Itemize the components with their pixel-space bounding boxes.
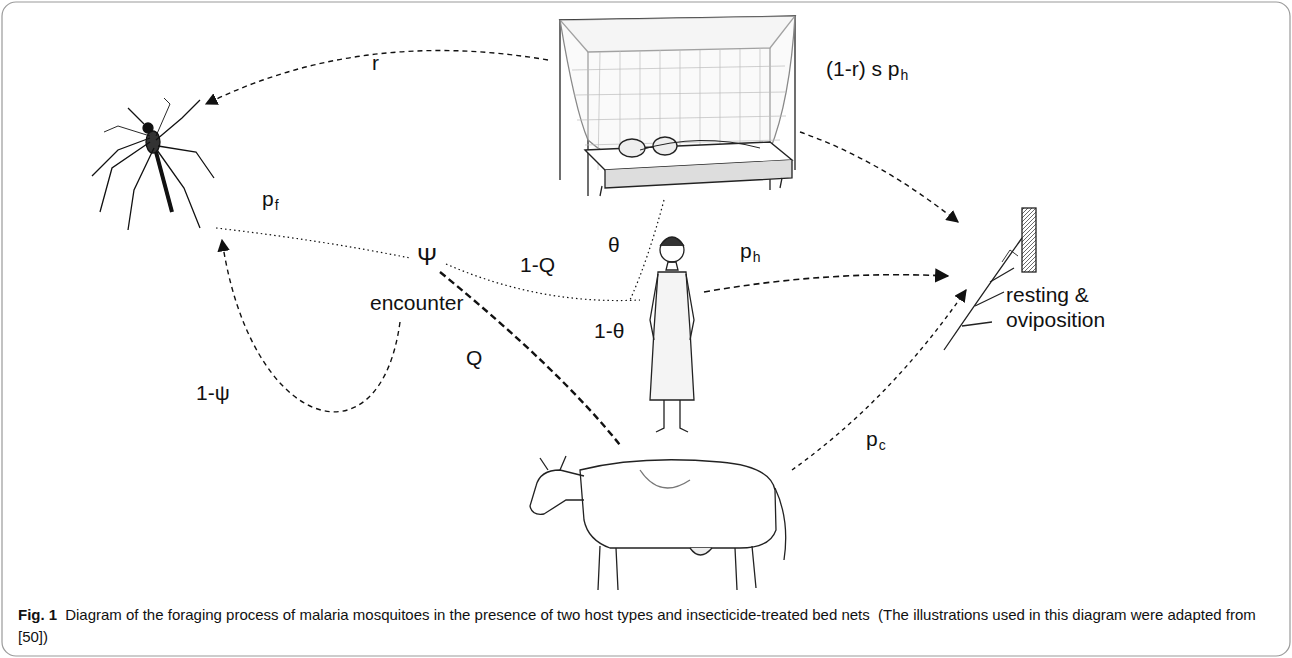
process-label: p [262,186,274,211]
figure-number: Fig. 1 [18,604,57,626]
process-label: r [372,50,379,75]
process-label: θ [608,232,620,257]
process-label: 1-ψ [196,380,230,405]
process-label: 1-θ [594,318,624,343]
subscript: f [275,197,279,214]
process-label: 1-Q [520,252,555,277]
process-label: p [740,238,752,263]
process-label: p [866,426,878,451]
process-label: (1-r) s p [826,56,900,81]
subscript: h [901,67,909,84]
process-label: Q [466,345,482,370]
process-label: resting & oviposition [1006,282,1136,332]
process-label: encounter [370,290,463,315]
subscript: c [879,437,886,454]
figure-caption: Diagram of the foraging process of malar… [18,604,1274,648]
subscript: h [753,249,761,266]
cow-drawing [530,456,786,590]
process-lines [206,51,966,470]
process-label: Ψ [417,243,437,272]
bed-net-drawing [560,16,795,196]
mosquito-drawing [92,98,214,230]
human-drawing [650,237,694,432]
